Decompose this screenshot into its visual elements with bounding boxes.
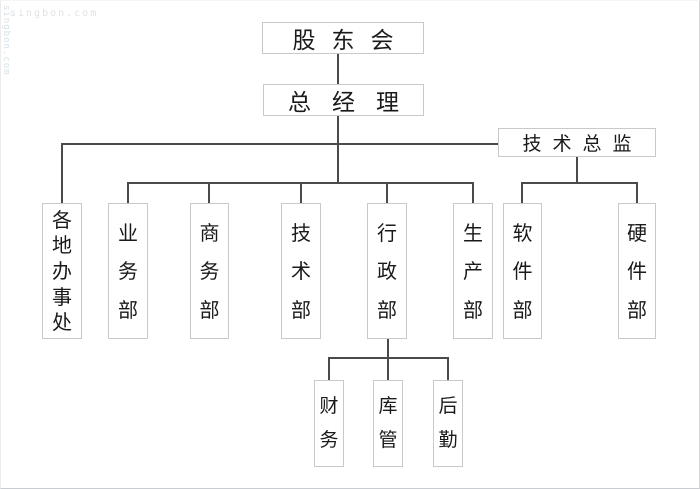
connector-tech-director-drop bbox=[576, 157, 578, 184]
connector-production-drop bbox=[472, 182, 474, 203]
node-software-dept: 软件部 bbox=[503, 203, 542, 339]
node-finance: 财务 bbox=[314, 380, 344, 467]
node-branch-offices: 各地办事处 bbox=[42, 203, 82, 339]
connector-logistics-drop bbox=[447, 357, 449, 380]
node-production-dept: 生产部 bbox=[453, 203, 493, 339]
node-tech-director: 技术总监 bbox=[498, 128, 656, 157]
connector-hardware-drop bbox=[636, 182, 638, 203]
node-general-manager: 总经理 bbox=[263, 84, 424, 116]
connector-finance-drop bbox=[328, 357, 330, 380]
node-shareholders-meeting: 股东会 bbox=[262, 22, 424, 54]
node-commerce-dept: 商务部 bbox=[190, 203, 229, 339]
connector-branch-offices-drop bbox=[61, 143, 63, 203]
connector-sub-horizontal bbox=[328, 357, 449, 359]
node-tech-dept: 技术部 bbox=[281, 203, 321, 339]
connector-tech-horizontal bbox=[521, 182, 638, 184]
connector-business-drop bbox=[127, 182, 129, 203]
watermark-vertical-text: singbon.com bbox=[1, 5, 11, 76]
connector-commerce-drop bbox=[208, 182, 210, 203]
connector-tech-drop bbox=[300, 182, 302, 203]
node-business-dept: 业务部 bbox=[108, 203, 148, 339]
node-warehouse: 库管 bbox=[373, 380, 403, 467]
connector-admin-sub-drop bbox=[387, 339, 389, 380]
connector-gm-drop bbox=[337, 116, 339, 184]
node-hardware-dept: 硬件部 bbox=[618, 203, 656, 339]
connector-software-drop bbox=[521, 182, 523, 203]
node-admin-dept: 行政部 bbox=[367, 203, 407, 339]
watermark-text: singbon.com bbox=[10, 8, 99, 19]
connector-root-to-gm bbox=[337, 54, 339, 85]
connector-gm-cross-branch bbox=[61, 143, 499, 145]
connector-admin-drop bbox=[386, 182, 388, 203]
node-logistics: 后勤 bbox=[433, 380, 463, 467]
